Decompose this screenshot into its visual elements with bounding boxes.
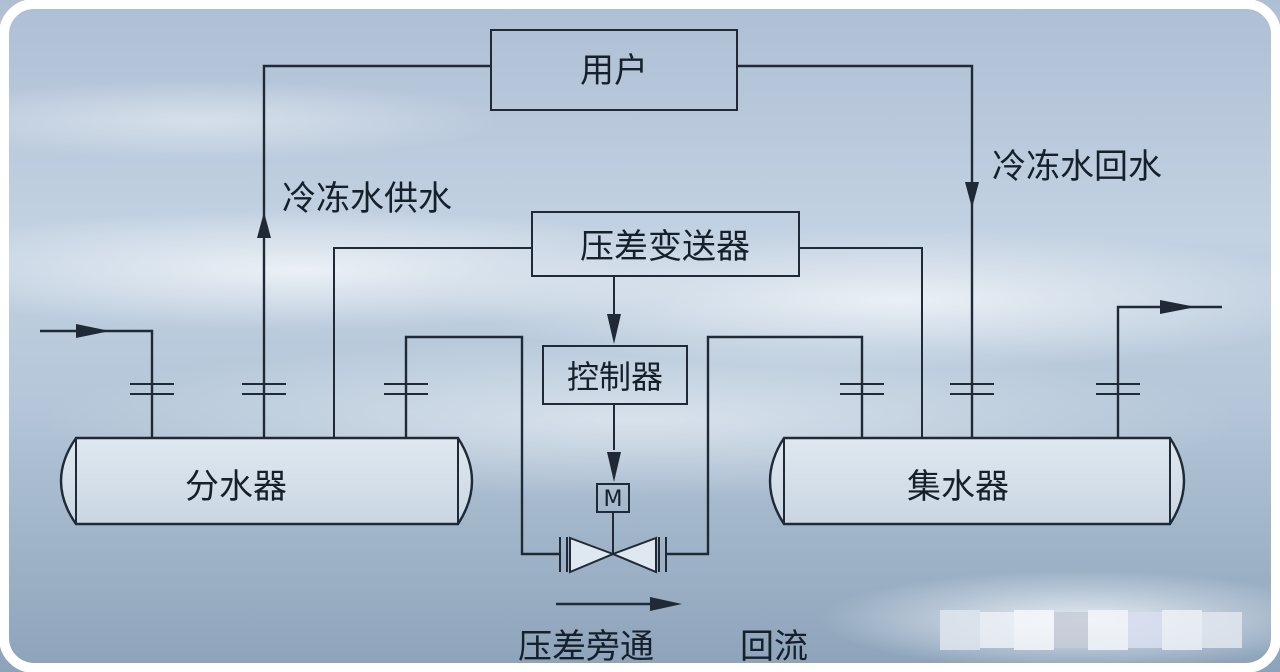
- supply-line-upper: [262, 64, 491, 238]
- collector-label: 集水器: [907, 467, 1009, 507]
- bypass-label: 压差旁通: [518, 627, 654, 667]
- blurred-watermark: [940, 610, 1242, 650]
- sensing-line-right: [799, 247, 923, 438]
- backflow-label: 回流: [740, 627, 808, 667]
- valve-flange-left: [559, 537, 568, 572]
- distributor-label: 分水器: [185, 467, 287, 507]
- cloud: [450, 230, 1280, 370]
- supply-arrow: [257, 212, 271, 238]
- signal-arrow-1: [607, 314, 621, 344]
- flange-mark: [1096, 383, 1140, 395]
- bypass-pipe-left: [404, 335, 560, 556]
- sensing-line-left: [333, 247, 532, 438]
- flange-mark: [130, 383, 174, 395]
- valve-body: [569, 536, 657, 574]
- bypass-pipe-right: [666, 335, 864, 556]
- supply-label: 冷冻水供水: [282, 179, 452, 219]
- transmitter-box: [531, 211, 800, 277]
- collector-outlet-arrow: [1160, 300, 1196, 314]
- return-arrow: [965, 182, 979, 208]
- user-label: 用户: [580, 51, 648, 91]
- distributor-inlet-arrow: [76, 324, 110, 338]
- flange-mark: [950, 383, 994, 395]
- transmitter-label: 压差变送器: [580, 227, 750, 267]
- cloud: [0, 80, 500, 160]
- motor-label: M: [604, 487, 623, 512]
- flange-mark: [242, 383, 286, 395]
- bypass-flow-arrow: [650, 597, 682, 611]
- controller-label: 控制器: [567, 358, 663, 396]
- return-line: [737, 64, 974, 438]
- valve-flange-right: [658, 537, 667, 572]
- signal-arrow-2: [607, 452, 621, 482]
- flange-mark: [840, 383, 884, 395]
- flange-mark: [384, 383, 428, 395]
- user-box: [490, 29, 738, 111]
- return-label: 冷冻水回水: [992, 147, 1162, 187]
